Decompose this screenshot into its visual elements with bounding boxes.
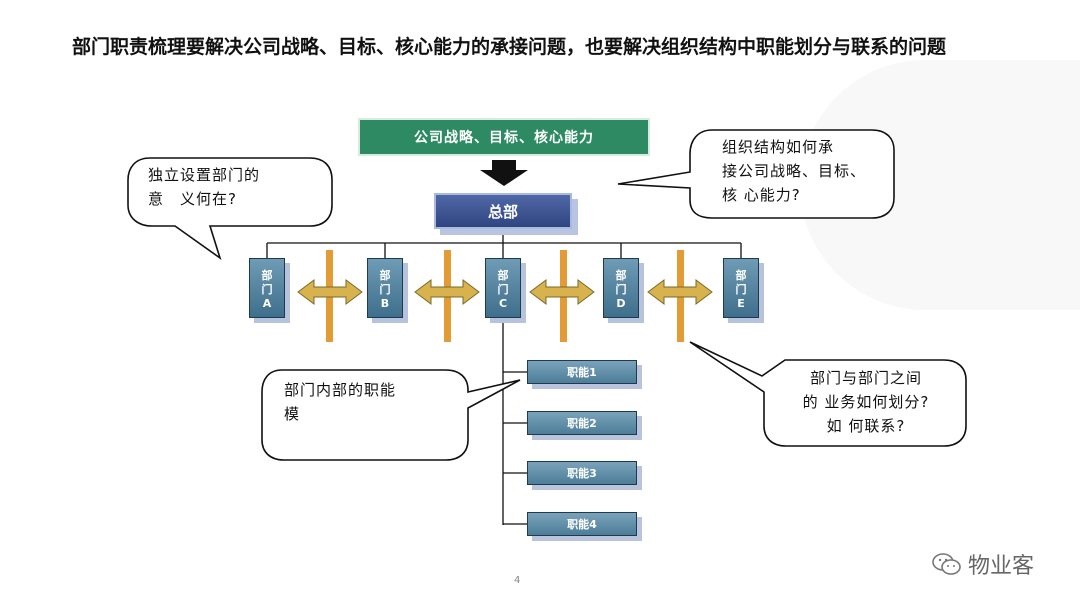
- strategy-box: 公司战略、目标、核心能力: [358, 118, 650, 156]
- function-box-1: 职能1: [527, 360, 637, 384]
- brand-watermark: 物业客: [932, 548, 1034, 580]
- bubble-dept-meaning: [127, 157, 333, 261]
- function-box-3: 职能3: [527, 461, 637, 485]
- bubble-dept-meaning-text: 独立设置部门的 意 义何在?: [148, 166, 261, 208]
- page-title: 部门职责梳理要解决公司战略、目标、核心能力的承接问题，也要解决组织结构中职能划分…: [72, 36, 947, 58]
- bubble-dept-relation-text: 部门与部门之间 的 业务如何划分? 如 何联系?: [802, 369, 930, 435]
- brand-name: 物业客: [968, 554, 1035, 579]
- page-number: 4: [514, 575, 521, 586]
- bubble-internal-function: [261, 369, 521, 461]
- double-arrows: [297, 279, 713, 305]
- down-arrow: [480, 160, 528, 186]
- bubble-org-structure-text: 组织结构如何承 接公司战略、目标、 核 心能力?: [722, 138, 867, 204]
- function-box-2: 职能2: [527, 411, 637, 435]
- bubble-internal-function-text: 部门内部的职能 模: [284, 381, 397, 423]
- wechat-icon: [932, 553, 961, 575]
- function-box-4: 职能4: [527, 512, 637, 536]
- bubble-org-structure: [617, 129, 895, 219]
- bubble-dept-relation: [689, 341, 967, 447]
- headquarters-box: 总部: [434, 193, 572, 229]
